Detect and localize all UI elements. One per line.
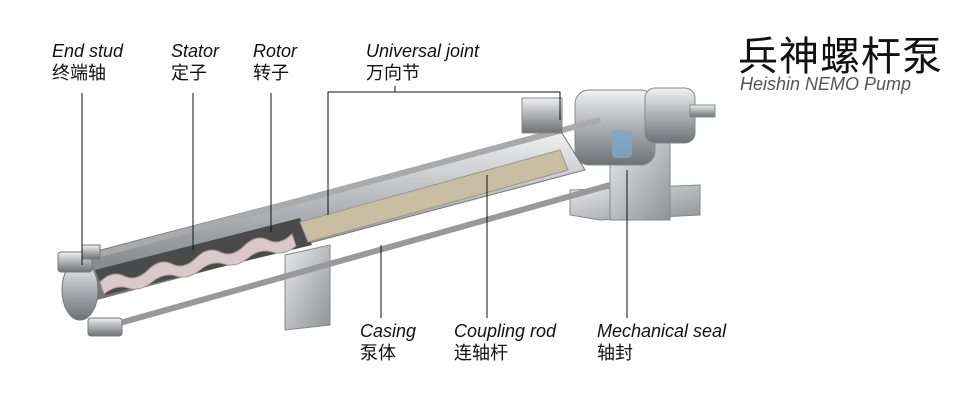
label-cn: 转子 (253, 63, 289, 83)
support-bracket (284, 244, 331, 331)
label-en: Casing (360, 321, 417, 341)
label-cn: 泵体 (360, 343, 396, 363)
bearing-housing (569, 87, 716, 221)
label-en: Coupling rod (454, 321, 557, 341)
label-coupling-rod: Coupling rod 连轴杆 (454, 320, 556, 364)
rotor (99, 233, 297, 295)
label-cn: 连轴杆 (454, 343, 508, 363)
label-end-stud: End stud 终端轴 (52, 40, 123, 84)
label-cn: 万向节 (366, 63, 420, 83)
label-en: Rotor (253, 41, 298, 61)
label-stator: Stator 定子 (171, 40, 219, 84)
leader-lines (81, 86, 628, 318)
label-mechanical-seal: Mechanical seal 轴封 (597, 320, 726, 364)
label-casing: Casing 泵体 (360, 320, 416, 364)
label-en: Stator (171, 41, 220, 61)
title-cn: 兵神螺杆泵 (738, 35, 943, 79)
title-en: Heishin NEMO Pump (740, 74, 912, 94)
label-rotor: Rotor 转子 (253, 40, 297, 84)
coupling-rod-shape (299, 149, 569, 243)
label-cn: 定子 (171, 63, 207, 83)
label-universal-joint: Universal joint 万向节 (366, 40, 479, 84)
end-studs (57, 244, 123, 337)
label-en: End stud (52, 41, 124, 61)
label-en: Universal joint (366, 41, 480, 61)
label-cn: 轴封 (597, 343, 633, 363)
label-cn: 终端轴 (52, 63, 106, 83)
label-en: Mechanical seal (597, 321, 727, 341)
